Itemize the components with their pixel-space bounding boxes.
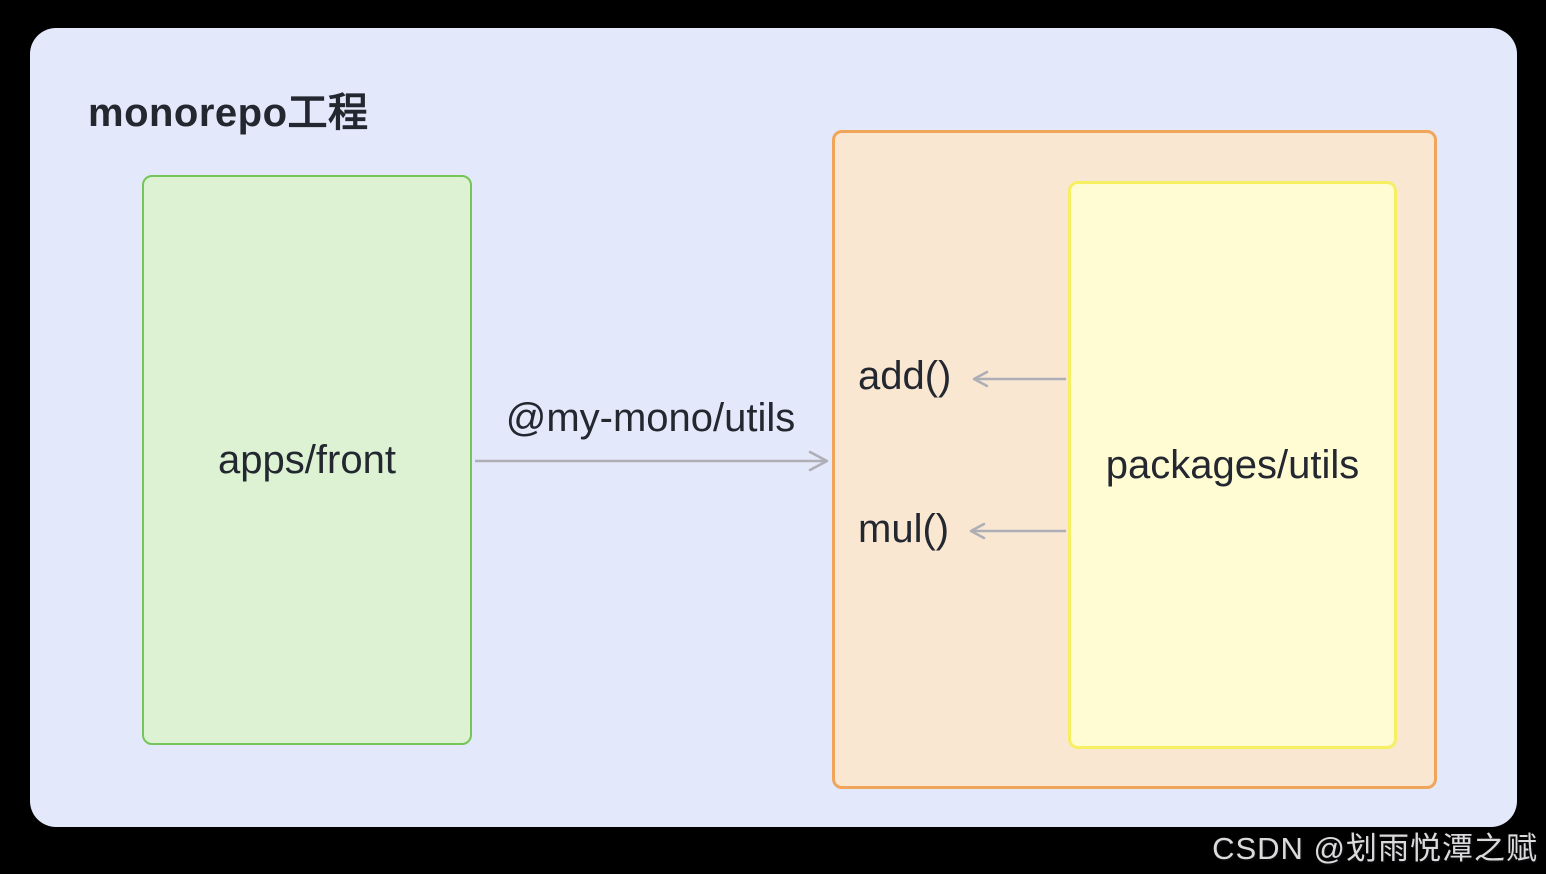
edge-label-import: @my-mono/utils [505, 396, 796, 440]
node-packages-utils-label: packages/utils [1105, 442, 1360, 487]
function-label-add: add() [858, 354, 952, 398]
csdn-watermark: CSDN @划雨悦潭之赋 [1212, 831, 1538, 866]
node-apps-front-label: apps/front [218, 437, 396, 482]
node-packages-utils: packages/utils [1068, 181, 1397, 749]
node-apps-front: apps/front [142, 175, 472, 745]
diagram-title: monorepo工程 [88, 91, 369, 135]
function-label-mul: mul() [858, 507, 950, 551]
